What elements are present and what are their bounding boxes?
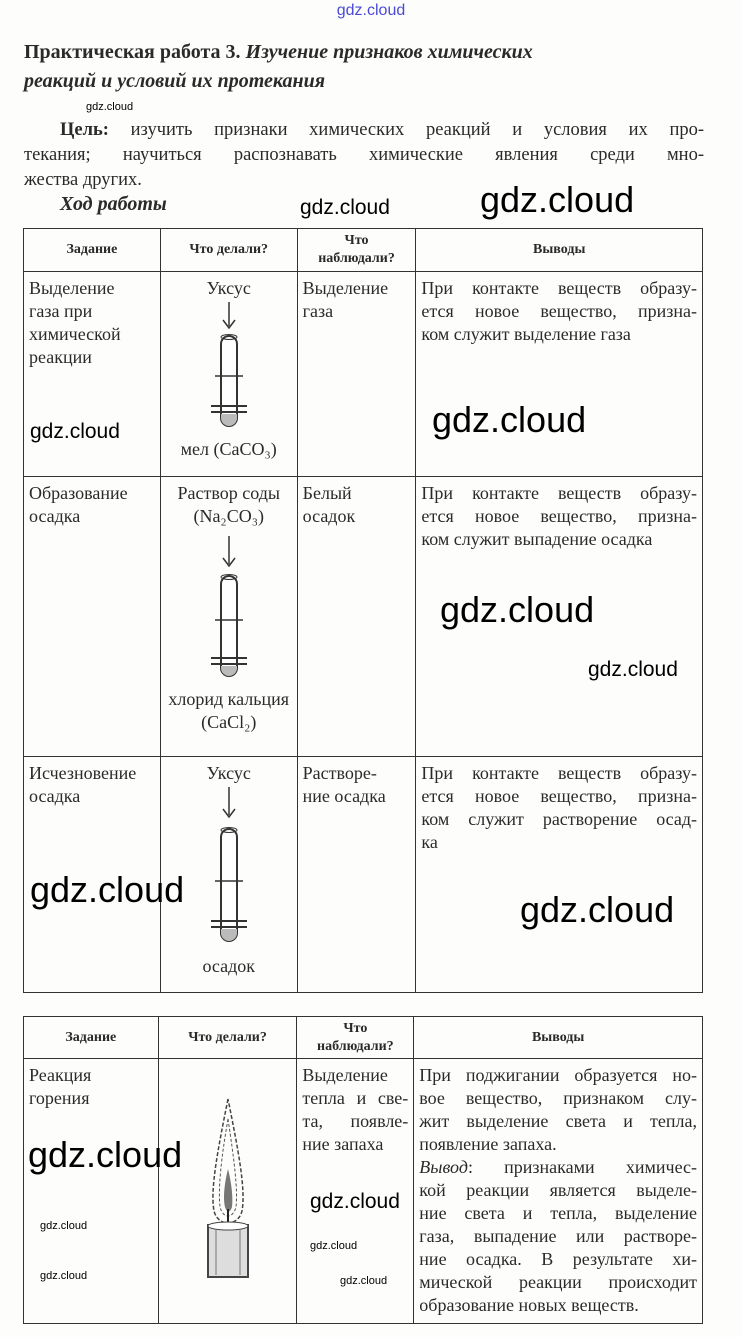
header-did: Что делали? <box>157 1016 298 1059</box>
goal-line: Цель: изучить признаки химических реакци… <box>60 120 705 140</box>
watermark: gdz.cloud <box>588 658 678 681</box>
watermark: gdz.cloud <box>40 1220 88 1232</box>
watermark: gdz.cloud <box>440 589 595 630</box>
watermark: gdz.cloud <box>432 399 587 440</box>
header-task: Задание <box>23 228 161 272</box>
test-tube-icon <box>210 302 247 427</box>
title-italic-2: реакций и условий их протекания <box>24 70 326 92</box>
watermark: gdz.cloud <box>340 1275 388 1287</box>
reagent-label: Уксус <box>206 763 251 783</box>
reagent-label: мел (CaCO₃) <box>180 439 277 459</box>
watermark: gdz.cloud <box>480 179 635 220</box>
reagent-formula: (CaCl₂) <box>201 712 257 732</box>
watermark: gdz.cloud <box>300 196 390 219</box>
observed-cell: Растворе-ние осадка <box>296 756 417 993</box>
conclusion-cell: При поджигании образуется но-вое веществ… <box>413 1058 703 1324</box>
watermark: gdz.cloud <box>310 1240 358 1252</box>
goal-line: текания; научиться распознавать химическ… <box>24 145 704 165</box>
title-italic: Изучение признаков химических <box>245 41 533 63</box>
candle-flame-icon <box>206 1098 249 1278</box>
watermark: gdz.cloud <box>520 889 675 930</box>
watermark: gdz.cloud <box>30 869 185 910</box>
header-task: Задание <box>23 1016 159 1059</box>
verdict-line: Вывод: признаками химичес- <box>419 1157 697 1177</box>
watermark: gdz.cloud <box>30 420 120 443</box>
test-tube-icon <box>210 536 247 677</box>
did-cell: Уксус мел (CaCO₃) <box>159 271 298 477</box>
did-cell <box>157 1058 298 1324</box>
conclusion-cell: При контакте веществ образу-ется новое в… <box>415 476 703 757</box>
goal-paragraph: Цель: изучить признаки химических реакци… <box>24 118 704 193</box>
did-cell: Раствор соды (Na₂CO₃) хлорид кальция (Ca… <box>159 476 298 757</box>
goal-line: жества других. <box>24 170 142 190</box>
watermark: gdz.cloud <box>40 1270 88 1282</box>
watermark: gdz.cloud <box>28 1134 183 1175</box>
reagent-label: осадок <box>202 956 256 976</box>
watermark: gdz.cloud <box>336 2 406 19</box>
reagent-label: Уксус <box>206 278 251 298</box>
header-did: Что делали? <box>159 228 298 272</box>
watermark: gdz.cloud <box>86 101 134 113</box>
reagent-label: хлорид кальция <box>168 689 290 709</box>
conclusion-cell: При контакте веществ образу-ется новое в… <box>415 271 703 477</box>
title-bold: Практическая работа 3. <box>24 41 241 63</box>
goal-label: Цель: <box>60 120 109 140</box>
did-cell: Уксус осадок <box>159 756 298 993</box>
procedure-heading: Ход работы <box>60 193 167 215</box>
header-conclusions: Выводы <box>413 1016 703 1059</box>
test-tube-icon <box>210 787 247 942</box>
header-conclusions: Выводы <box>415 228 703 272</box>
page-title: Практическая работа 3. Изучение признако… <box>24 38 714 96</box>
reagent-label: Раствор соды <box>177 483 280 503</box>
conclusion-cell: При контакте веществ образу-ется новое в… <box>415 756 703 993</box>
verdict-label: Вывод <box>419 1157 468 1177</box>
reagent-formula: (Na₂CO₃) <box>193 506 264 526</box>
watermark: gdz.cloud <box>310 1190 400 1213</box>
